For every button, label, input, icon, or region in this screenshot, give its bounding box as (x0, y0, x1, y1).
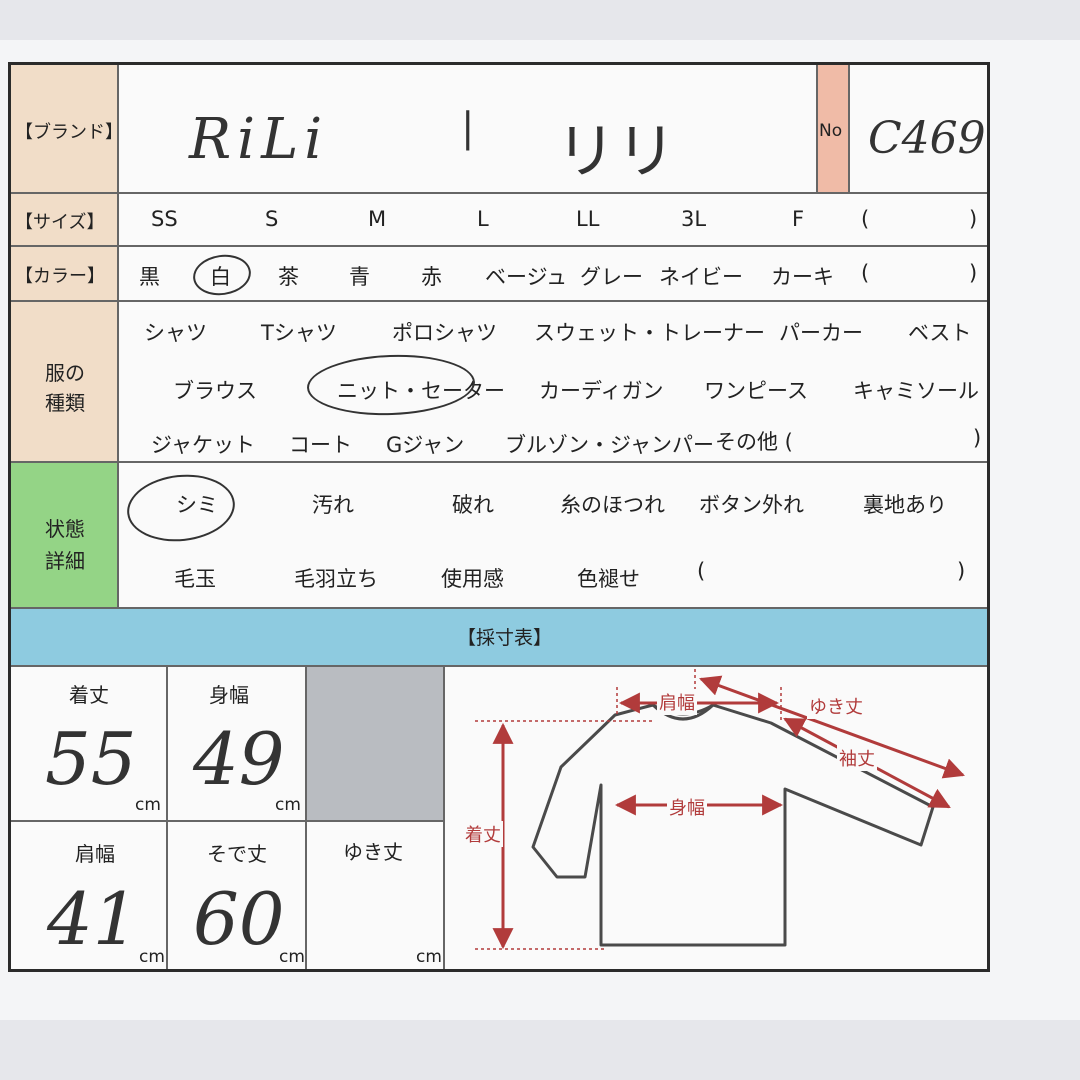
color-option-brown: 茶 (278, 265, 299, 289)
condition-label-line2: 詳細 (45, 549, 85, 573)
diagram-length-label: 着丈 (463, 821, 503, 847)
condition-used: 使用感 (441, 567, 504, 591)
type-tshirt: Tシャツ (261, 321, 337, 345)
size-option-close-paren: ) (969, 207, 978, 231)
condition-pilling: 毛玉 (174, 567, 216, 591)
size-label: 【サイズ】 (15, 212, 105, 233)
type-label-line1: 服の (45, 361, 85, 385)
garment-diagram (475, 669, 965, 950)
width-label: 身幅 (209, 683, 249, 707)
yuki-unit: cm (416, 947, 442, 967)
no-value: C469 (868, 113, 986, 164)
color-option-black: 黒 (139, 265, 160, 289)
diagram-width-label: 身幅 (667, 794, 707, 820)
type-vest: ベスト (908, 321, 972, 345)
type-cardigan: カーディガン (539, 379, 664, 403)
type-gjean: Gジャン (386, 433, 465, 457)
type-shirt: シャツ (144, 321, 207, 345)
condition-stain: シミ (176, 493, 218, 517)
diagram-shoulder-label: 肩幅 (657, 689, 697, 715)
condition-label-bg (11, 461, 119, 607)
size-option-ss: SS (151, 207, 178, 231)
type-blouson: ブルゾン・ジャンパー (505, 433, 714, 457)
selected-type-circle (306, 352, 476, 418)
size-option-s: S (265, 207, 279, 231)
type-onepiece: ワンピース (704, 379, 808, 403)
brand-value-kana: リリ (556, 117, 676, 187)
shoulder-unit: cm (139, 947, 165, 967)
type-sweat: スウェット・トレーナー (534, 321, 765, 345)
color-option-red: 赤 (421, 265, 442, 289)
condition-button: ボタン外れ (699, 493, 804, 517)
condition-lining: 裏地あり (863, 493, 947, 517)
type-camisole: キャミソール (853, 379, 979, 403)
brand-value-separator: | (461, 105, 475, 151)
brand-label: 【ブランド】 (15, 122, 123, 143)
type-polo: ポロシャツ (392, 321, 497, 345)
label-column-top (11, 65, 119, 461)
sleeve-label: そで丈 (207, 842, 267, 866)
measure-title-bar (11, 607, 987, 665)
size-option-ll: LL (576, 207, 600, 231)
measure-title: 【採寸表】 (457, 627, 553, 649)
no-label: No (819, 121, 843, 141)
color-option-open-paren: ( (861, 261, 870, 285)
length-unit: cm (135, 795, 161, 815)
empty-grey-cell (305, 665, 443, 820)
size-option-m: M (368, 207, 387, 231)
type-close-paren: ) (973, 426, 982, 450)
selected-color-circle (190, 251, 254, 299)
color-option-navy: ネイビー (659, 265, 743, 289)
width-unit: cm (275, 795, 301, 815)
color-option-white: 白 (210, 265, 231, 289)
condition-dirt: 汚れ (312, 493, 354, 517)
yuki-label: ゆき丈 (343, 840, 403, 864)
type-jacket: ジャケット (151, 433, 255, 457)
type-other: その他 ( (715, 430, 793, 454)
size-option-f: F (792, 207, 805, 231)
diagram-sleeve-label: 袖丈 (837, 745, 877, 771)
size-option-l: L (477, 207, 489, 231)
color-option-khaki: カーキ (771, 265, 834, 289)
color-option-beige: ベージュ (485, 265, 568, 289)
brand-value-latin: RiLi (189, 107, 329, 172)
shoulder-value: 41 (47, 877, 139, 961)
type-blouse: ブラウス (173, 379, 257, 403)
color-option-grey: グレー (580, 265, 643, 289)
sleeve-value: 60 (193, 877, 285, 961)
size-option-open-paren: ( (861, 207, 870, 231)
width-value: 49 (193, 717, 285, 801)
length-label: 着丈 (69, 683, 109, 707)
selected-condition-circle (123, 469, 239, 547)
size-option-3l: 3L (681, 207, 707, 231)
measurement-sheet: 【ブランド】 RiLi | リリ No C469 【サイズ】 SS S M L … (8, 62, 990, 972)
type-knit: ニット・セーター (337, 379, 505, 403)
type-hoodie: パーカー (779, 321, 863, 345)
type-label-line2: 種類 (45, 391, 85, 415)
length-value: 55 (45, 717, 137, 801)
condition-fuzz: 毛羽立ち (294, 567, 378, 591)
no-label-bg (816, 65, 848, 192)
condition-tear: 破れ (452, 493, 494, 517)
condition-open-paren: ( (697, 559, 706, 583)
shoulder-label: 肩幅 (75, 842, 115, 866)
type-coat: コート (289, 433, 352, 457)
color-label: 【カラー】 (15, 266, 105, 287)
diagram-yuki-label: ゆき丈 (807, 693, 865, 719)
condition-label-line1: 状態 (45, 517, 85, 541)
color-option-blue: 青 (349, 265, 370, 289)
color-option-close-paren: ) (969, 261, 978, 285)
sleeve-unit: cm (279, 947, 305, 967)
condition-faded: 色褪せ (577, 567, 640, 591)
condition-close-paren: ) (957, 559, 966, 583)
condition-fray: 糸のほつれ (560, 493, 665, 517)
